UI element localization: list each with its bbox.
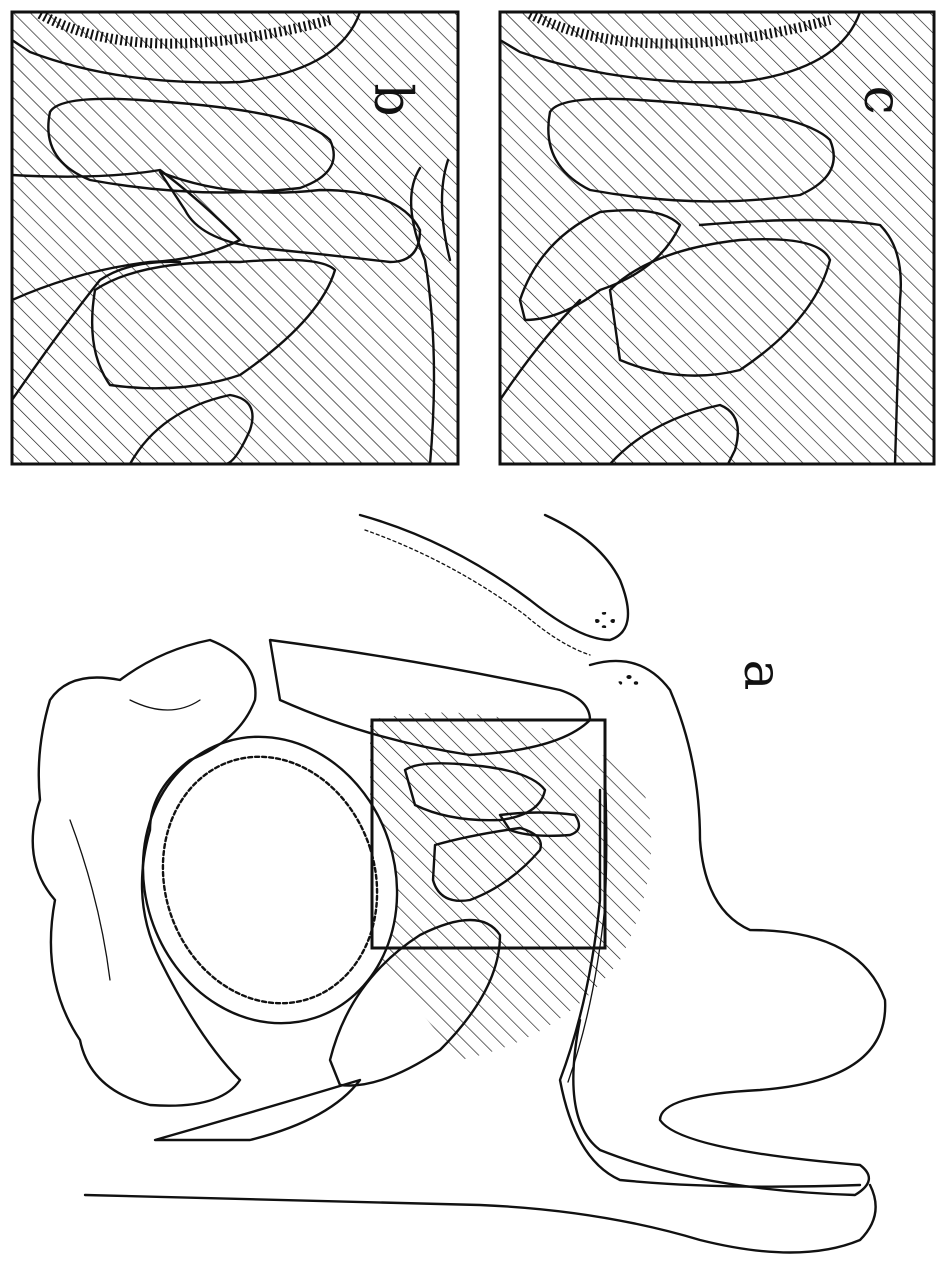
panel-a-hatched-region xyxy=(370,713,651,1061)
panel-a-top-dots xyxy=(595,612,615,628)
panel-c: c xyxy=(500,12,934,464)
panel-a-curly-fold-2 xyxy=(130,700,200,710)
panel-b-label: b xyxy=(362,83,422,116)
panel-a-fibrous-band xyxy=(155,1080,360,1140)
panel-b: b xyxy=(12,12,458,464)
panel-a-curly-fold-1 xyxy=(70,820,110,980)
panel-a: a xyxy=(33,515,885,1253)
panel-a-top-flap xyxy=(360,515,628,640)
panel-a-right-dots xyxy=(618,672,642,688)
panel-a-top-flap-edge xyxy=(365,530,590,655)
panel-c-hatching xyxy=(500,12,934,464)
panel-a-bottom-curve xyxy=(85,1185,876,1253)
panel-a-label: a xyxy=(732,659,792,690)
panel-c-label: c xyxy=(852,85,912,114)
